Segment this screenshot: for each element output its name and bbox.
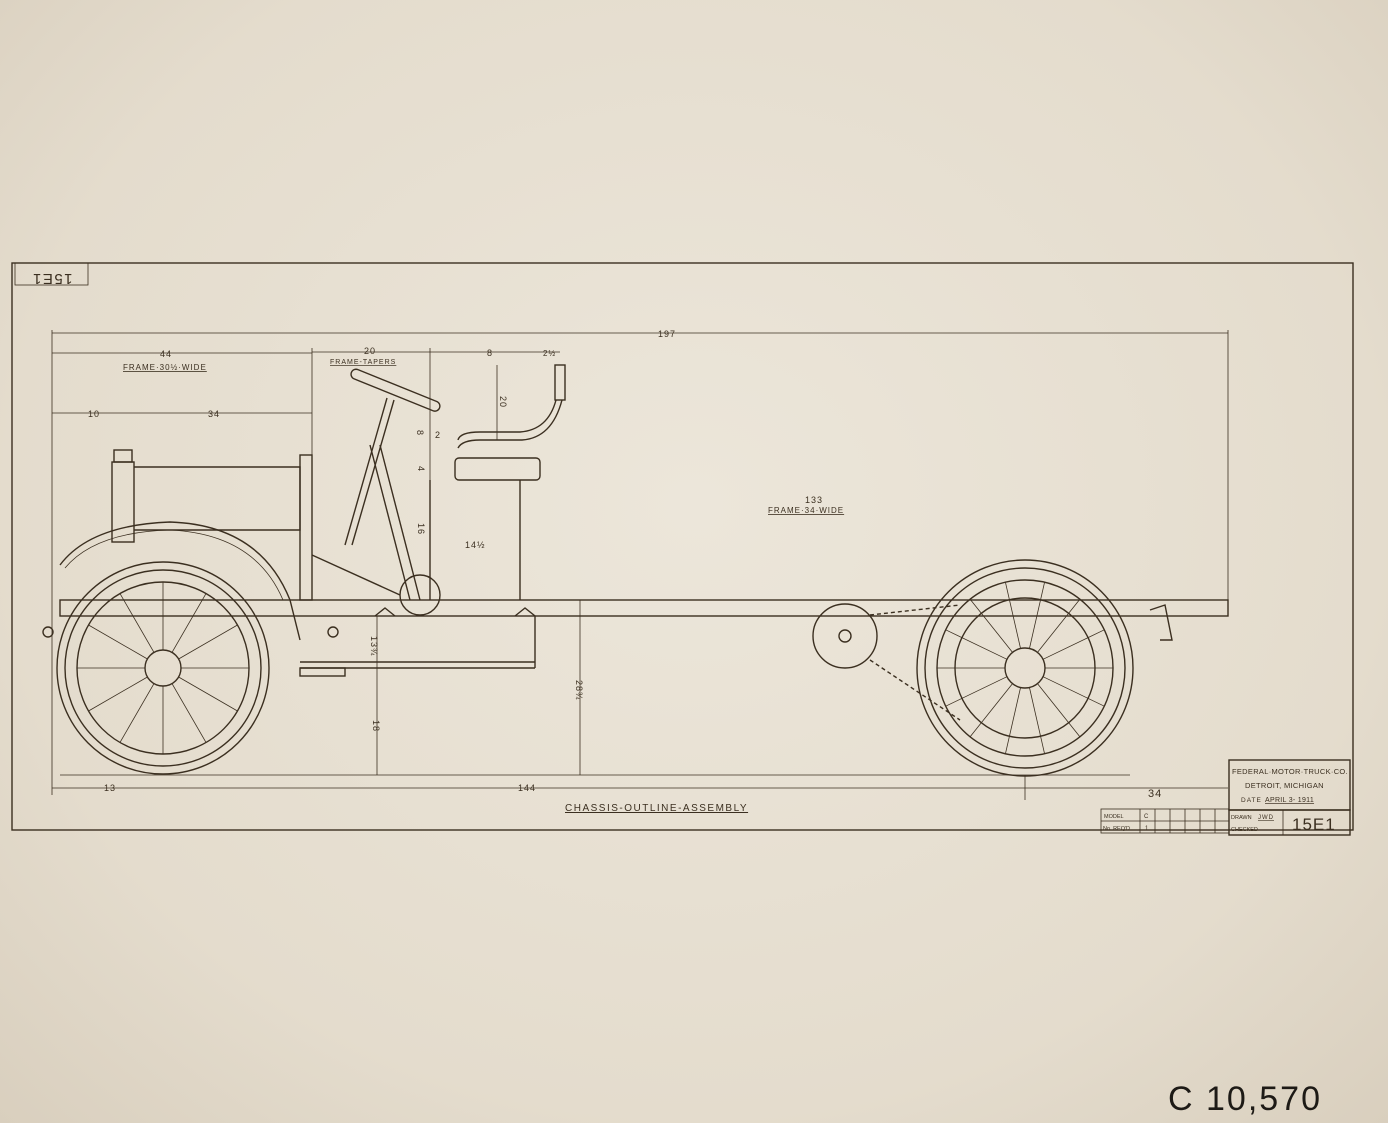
title-block: FEDERAL·MOTOR·TRUCK·CO. DETROIT, MICHIGA… bbox=[1100, 759, 1351, 836]
corner-number: 15E1 bbox=[31, 270, 72, 287]
steering-column bbox=[311, 368, 441, 616]
drawing-title: CHASSIS-OUTLINE-ASSEMBLY bbox=[565, 803, 748, 814]
wheel-spoke bbox=[969, 598, 1013, 653]
dim-overall: 197 bbox=[658, 329, 676, 339]
dim-seat-back-height: 20 bbox=[498, 396, 508, 408]
dim-wheel-drop: 8 bbox=[415, 430, 425, 436]
drive-sprocket bbox=[812, 603, 961, 721]
front-fender bbox=[59, 521, 301, 641]
spring-hangers bbox=[42, 604, 1173, 677]
archive-number: C 10,570 bbox=[1168, 1080, 1322, 1118]
wheel-spoke bbox=[88, 624, 148, 660]
dim-hood: 34 bbox=[208, 409, 220, 419]
dim-rear-frame: 133 bbox=[805, 495, 823, 505]
front-frame-note: FRAME·30½·WIDE bbox=[123, 363, 207, 372]
wheel-spoke bbox=[171, 593, 207, 653]
wheel-spoke bbox=[178, 676, 238, 712]
company-name: FEDERAL·MOTOR·TRUCK·CO. bbox=[1232, 767, 1348, 776]
wheel-spoke bbox=[1037, 683, 1081, 738]
model-label: MODEL bbox=[1104, 814, 1124, 820]
dim-frame-height: 28¾ bbox=[574, 680, 584, 701]
rear-wheel bbox=[916, 559, 1134, 777]
wheel-spoke bbox=[969, 683, 1013, 738]
req-label: No. REQ'D bbox=[1103, 826, 1130, 832]
dim-wheelbase: 144 bbox=[518, 783, 536, 793]
wheel-spoke bbox=[1042, 676, 1105, 707]
dim-seat-cushion: 4 bbox=[416, 466, 426, 472]
wheel-spoke bbox=[171, 683, 207, 743]
wheel-spoke bbox=[945, 676, 1008, 707]
wheel-spoke bbox=[1005, 582, 1021, 649]
front-wheel bbox=[56, 561, 270, 775]
drawn-label: DRAWN bbox=[1231, 815, 1252, 821]
wheel-spoke bbox=[1029, 687, 1045, 754]
checked-label: CHECKED bbox=[1231, 827, 1258, 833]
dim-axle-height: 18 bbox=[371, 720, 381, 732]
dim-front-overhang-bottom: 13 bbox=[104, 783, 116, 793]
company-location: DETROIT, MICHIGAN bbox=[1245, 781, 1324, 790]
dim-seat-base-width: 14½ bbox=[465, 540, 486, 550]
dim-seat-base-height: 16 bbox=[416, 523, 426, 535]
taper-note: FRAME-TAPERS bbox=[330, 359, 396, 366]
rear-frame-note: FRAME·34·WIDE bbox=[768, 506, 844, 515]
wheel-spoke bbox=[119, 683, 155, 743]
dim-seat-gap: 2 bbox=[435, 430, 441, 440]
drawn-value: JWD bbox=[1258, 815, 1274, 821]
wheel-spoke bbox=[88, 676, 148, 712]
dim-front-frame: 44 bbox=[160, 349, 172, 359]
wheel-spoke bbox=[945, 629, 1008, 660]
dim-taper: 20 bbox=[364, 346, 376, 356]
seat bbox=[429, 364, 566, 600]
frame-rail bbox=[59, 599, 1229, 669]
wheel-spoke bbox=[1029, 582, 1045, 649]
corner-tab: 15E1 bbox=[14, 262, 89, 287]
date-label: DATE bbox=[1241, 797, 1262, 804]
dim-frame-depth: 13¾ bbox=[369, 636, 379, 657]
wheel-spoke bbox=[119, 593, 155, 653]
drawing-border bbox=[11, 262, 1354, 831]
dim-front-overhang-top: 10 bbox=[88, 409, 100, 419]
dim-rear-overhang: 34 bbox=[1148, 788, 1162, 800]
req-value: 1 bbox=[1145, 826, 1149, 832]
dim-seat-offset: 8 bbox=[487, 348, 493, 358]
date-value: APRIL 3- 1911 bbox=[1265, 797, 1314, 804]
drawing-number: 15E1 bbox=[1292, 815, 1336, 834]
model-value: C bbox=[1144, 814, 1149, 820]
dim-seat-back: 2½ bbox=[543, 349, 556, 358]
dimension-lines bbox=[51, 330, 1229, 800]
wheel-spoke bbox=[1037, 598, 1081, 653]
wheel-spoke bbox=[1005, 687, 1021, 754]
wheel-spoke bbox=[178, 624, 238, 660]
wheel-spoke bbox=[1042, 629, 1105, 660]
